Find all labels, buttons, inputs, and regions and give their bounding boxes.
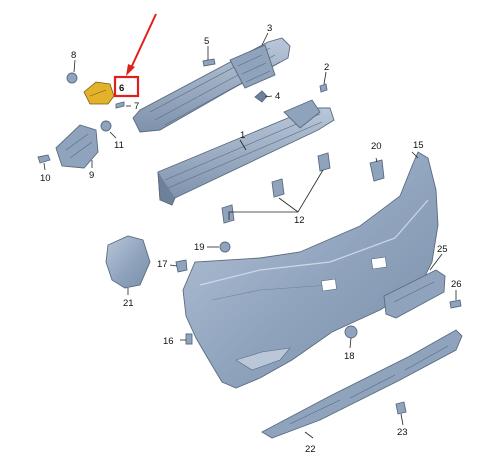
clip-20 <box>369 159 385 182</box>
callout-7: 7 <box>134 101 139 112</box>
callout-12: 12 <box>294 215 305 226</box>
callout-15: 15 <box>413 140 424 151</box>
callout-17: 17 <box>157 259 168 270</box>
clip-16 <box>185 333 193 345</box>
bumper-cover <box>182 151 439 389</box>
callout-21: 21 <box>123 298 134 309</box>
bumper-reinforcement <box>157 99 335 206</box>
screw-5 <box>202 58 216 67</box>
clip-8 <box>66 72 78 84</box>
clip-23 <box>395 401 407 415</box>
callout-18: 18 <box>344 351 355 362</box>
clips-12 <box>221 152 331 224</box>
callout-20: 20 <box>371 141 382 152</box>
callout-labels: 1 2 3 4 5 6 7 8 9 10 11 12 15 16 17 18 1… <box>40 23 462 455</box>
tow-cover <box>105 235 151 289</box>
highlighted-bracket <box>83 81 115 105</box>
clip-11 <box>100 120 112 132</box>
callout-11: 11 <box>114 140 124 151</box>
callout-25: 25 <box>437 244 448 255</box>
callout-2: 2 <box>324 62 329 73</box>
screw-2 <box>319 83 328 93</box>
callout-6: 6 <box>119 83 124 94</box>
pointer-arrow-line <box>130 13 157 69</box>
callout-5: 5 <box>204 36 209 47</box>
highlight-box <box>113 75 140 98</box>
clip-4 <box>254 90 268 103</box>
pointer-arrow-head <box>126 64 135 76</box>
leader-lines <box>43 32 457 439</box>
callout-4: 4 <box>275 91 280 102</box>
callout-23: 23 <box>397 427 408 438</box>
clip-26 <box>449 299 462 309</box>
callout-16: 16 <box>163 336 174 347</box>
callout-10: 10 <box>40 173 51 184</box>
clip-17 <box>175 259 188 273</box>
callout-3: 3 <box>267 23 272 34</box>
callout-8: 8 <box>71 50 76 61</box>
clip-18 <box>344 325 358 339</box>
trim-plate <box>383 269 446 319</box>
callout-9: 9 <box>89 170 94 181</box>
clip-10 <box>37 154 51 164</box>
screw-7 <box>115 101 125 109</box>
callout-26: 26 <box>451 279 462 290</box>
callout-19: 19 <box>194 242 205 253</box>
callout-22: 22 <box>305 444 316 455</box>
lower-diffuser <box>261 329 463 439</box>
callout-1: 1 <box>240 130 245 141</box>
energy-absorber-upper <box>132 37 291 133</box>
clip-19 <box>219 241 231 253</box>
side-bracket <box>55 124 99 169</box>
